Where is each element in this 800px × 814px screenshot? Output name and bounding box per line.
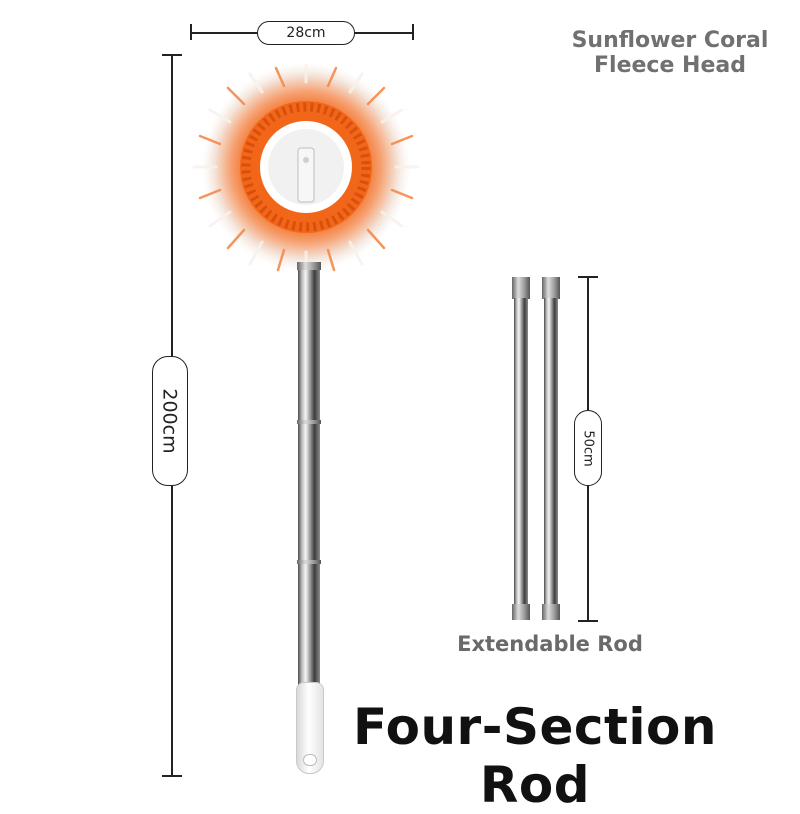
mount-bracket [297,147,315,203]
ext-rod-1-bottom-cap [512,604,530,620]
ext-rod-2-top-cap [542,277,560,299]
width-dim-label: 28cm [257,21,355,45]
ext-rod-1-top-cap [512,277,530,299]
mop-head-title-line1: Sunflower Coral [571,28,769,53]
main-rod-joint-2 [297,560,321,564]
mop-head-image [192,64,420,274]
height-dim-label: 200cm [152,356,188,486]
main-rod-joint-1 [297,420,321,424]
ext-rod-1 [514,298,528,604]
mop-head-title-line2: Fleece Head [594,53,746,78]
height-dim-text: 200cm [159,388,182,454]
four-section-rod-label: Four-Section Rod [352,698,718,814]
ext-rod-2-bottom-cap [542,604,560,620]
main-rod-collar [297,262,321,270]
extendable-rod-label: Extendable Rod [457,632,643,656]
section-dim-text: 50cm [580,429,596,467]
handle-hang-hole [303,754,317,766]
fleece-strands [192,64,420,274]
section-dim-label: 50cm [574,410,602,486]
main-rod [298,262,320,686]
rod-handle [296,682,324,774]
mop-head-title: Sunflower Coral Fleece Head [560,28,780,78]
ext-rod-2 [544,298,558,604]
